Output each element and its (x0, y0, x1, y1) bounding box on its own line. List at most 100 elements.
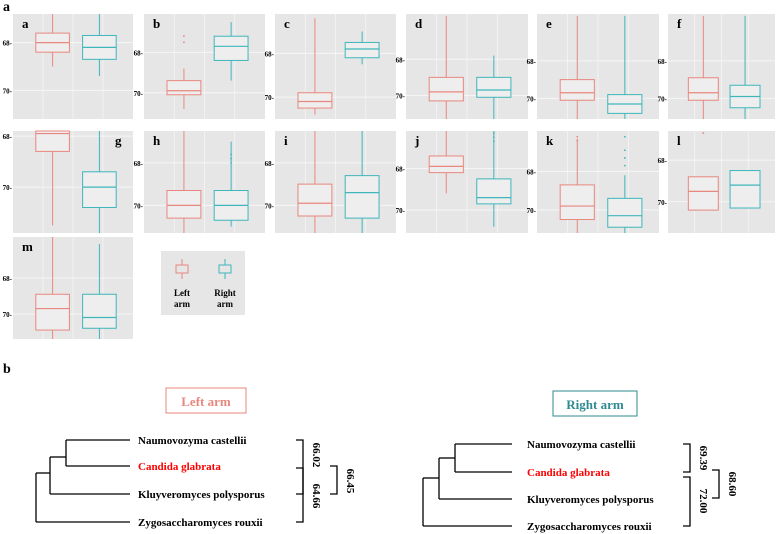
panel-i-label: i (284, 133, 288, 148)
tree-left-value-1: 66.02 (310, 443, 322, 468)
panel-k: 68-70-k (527, 131, 659, 233)
panel-a-tick-label-0: 68- (3, 40, 13, 48)
tree-right-branches (422, 443, 512, 527)
panel-f-label: f (677, 16, 682, 31)
tree-left-brackets (296, 439, 338, 523)
panel-k-right-outlier-2 (623, 157, 626, 159)
legend: Left arm Right arm (161, 251, 245, 315)
panel-i: 68-70-i (265, 131, 396, 233)
panel-i-left-box (297, 183, 333, 217)
panel-h-left-box-group (166, 131, 202, 233)
panel-d-tick-label-0: 68- (396, 56, 406, 64)
panel-h-left-box (166, 190, 202, 219)
panel-d-right-box-group (476, 55, 512, 119)
panel-e-left-box (559, 79, 595, 101)
panel-c-right-box (344, 41, 380, 59)
tree-right-taxon-1: Naumovozyma castellii (527, 439, 635, 451)
panel-l-tick-label-0: 68- (658, 157, 668, 165)
panel-m-label: m (22, 239, 33, 254)
panel-g-left-box-group (35, 130, 70, 226)
panel-c-label: c (284, 16, 290, 31)
tree-right-brackets (683, 443, 720, 527)
panel-k-tick-label-0: 68- (527, 168, 537, 176)
panel-c-tick-label-0: 68- (265, 50, 275, 58)
tree-right-taxon-3: Kluyveromyces polysporus (527, 494, 654, 506)
panel-m-left-box (35, 293, 70, 331)
panel-g-label: g (115, 133, 122, 148)
tree-left-value-3: 64.66 (310, 484, 322, 509)
panel-h-right-outlier-2 (230, 161, 233, 164)
tree-right-title-box (552, 390, 638, 417)
panel-g-right-box-group (82, 131, 117, 233)
tree-right-arm: Right arm Naumovozyma castellii Candida … (422, 390, 738, 533)
panel-f: 68- 70- f (658, 14, 775, 119)
panel-i-tick-label-1: 70- (265, 202, 275, 210)
panel-j-right-box-group (476, 131, 512, 227)
tree-left-taxon-3: Kluyveromyces polysporus (138, 489, 265, 501)
panel-j-right-outlier-1 (492, 136, 495, 139)
panel-h-tick-label-0: 68- (134, 160, 144, 168)
panel-k-left-outlier-0 (576, 135, 579, 138)
panel-a-tick-label-1: 70- (3, 87, 13, 95)
legend-key-right (218, 259, 232, 279)
tree-left-taxon-1: Naumovozyma castellii (138, 435, 246, 447)
panel-k-label: k (546, 133, 554, 148)
panel-b-right-box (213, 35, 249, 61)
panel-l: 68-70-l (658, 131, 775, 233)
panel-g-tick-label-0: 68- (3, 133, 13, 141)
panel-j-tick-label-0: 68- (396, 165, 406, 173)
panel-j: 68- 70- j (396, 131, 528, 233)
panel-i-left-box-group (297, 131, 333, 233)
panel-a-right-box-group (82, 14, 117, 77)
panel-h-right-outlier-1 (230, 157, 233, 160)
tree-right-value-1: 69.39 (697, 446, 709, 471)
tree-left-value-2: 66.45 (344, 469, 356, 494)
panel-d-right-box (476, 76, 512, 98)
panel-h-tick-label-1: 70- (134, 202, 144, 210)
legend-label-left-line2: arm (174, 299, 190, 309)
tree-left-taxon-4: Zygosaccharomyces rouxii (138, 517, 263, 529)
panel-d-left-box-group (428, 15, 464, 119)
panel-k-right-box-group (607, 135, 643, 233)
panel-h-label: h (153, 133, 161, 148)
panel-b-right-box-group (213, 22, 249, 81)
panel-h: 68- 70- h (134, 131, 265, 233)
panel-e: 68-70-e (527, 14, 659, 119)
panel-j-right-box (476, 178, 512, 205)
panel-l-right-box (729, 170, 761, 209)
legend-label-right-line2: arm (217, 299, 233, 309)
panel-k-right-box (607, 197, 643, 228)
panel-j-right-outlier-0 (492, 132, 495, 134)
panel-c-tick-label-1: 70- (265, 94, 275, 102)
panel-j-tick-label-1: 70- (396, 207, 406, 215)
panel-k-right-outlier-1 (623, 149, 626, 152)
panel-j-label: j (414, 133, 419, 148)
panel-c-left-box (297, 92, 333, 109)
panel-m: 68-70-m (3, 237, 133, 339)
panel-f-tick-label-1: 70- (658, 95, 668, 103)
panel-d: 68-70-d (396, 14, 528, 119)
panel-m-tick-label-0: 68- (3, 275, 13, 283)
panel-b-tick-label-0: 68- (134, 49, 144, 57)
panel-g-left-box (35, 130, 70, 152)
legend-background (161, 251, 245, 315)
panel-g: 68-70-g (3, 130, 133, 233)
panel-f-tick-label-0: 68- (658, 58, 668, 66)
panel-b-tick-label-1: 70- (134, 90, 144, 98)
panel-k-right-outlier-0 (623, 135, 626, 138)
panel-j-left-box (428, 155, 464, 174)
panel-l-left-box (687, 176, 719, 211)
tree-right-title: Right arm (566, 397, 624, 412)
panel-j-right-outlier-2 (492, 140, 495, 143)
panel-b-left-outlier-1 (183, 41, 185, 44)
panel-b-left-box (166, 80, 202, 96)
tree-right-taxon-2: Candida glabrata (527, 467, 610, 479)
panel-i-right-box (344, 175, 380, 219)
legend-label-left-line1: Left (174, 288, 190, 298)
figure-label-a: a (3, 0, 10, 15)
panel-d-label: d (415, 16, 423, 31)
panel-b: 68-70-b (134, 14, 265, 119)
tree-left-title: Left arm (181, 394, 231, 409)
panel-e-tick-label-0: 68- (527, 58, 537, 66)
panel-c-left-box-group (297, 18, 333, 115)
